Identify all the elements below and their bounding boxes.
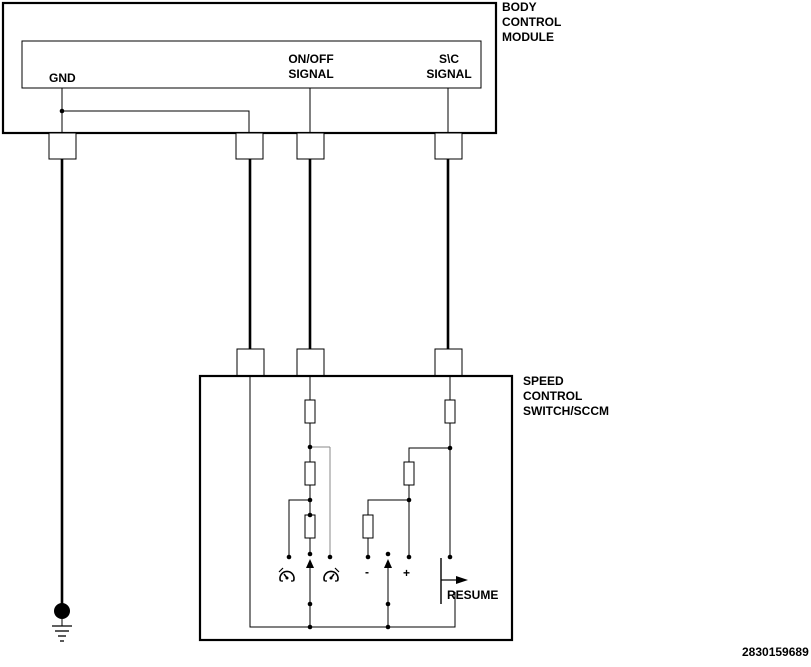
sc-switch-arrow-icon: [384, 559, 392, 568]
sc-resistor-network: [362, 376, 456, 555]
resume-label: RESUME: [447, 588, 498, 602]
onoff-branch-left: [288, 499, 310, 555]
sc-pin-label-line-2: SIGNAL: [426, 67, 471, 81]
bcm-junction-dot: [59, 108, 65, 114]
bcm-title-line-2: CONTROL: [502, 15, 561, 29]
sccm-connector-ground: [236, 348, 265, 377]
ground-return-bus: [249, 376, 456, 628]
onoff-pin-label-line-1: ON/OFF: [288, 52, 333, 66]
speed-control-switch: SPEED CONTROL SWITCH/SCCM: [198, 374, 609, 642]
ground-symbol: [52, 603, 72, 642]
harness-wires: [60, 159, 450, 604]
bcm-connector-sc: [434, 132, 463, 160]
sc-node-500: [406, 497, 412, 503]
resistor-r3: [304, 514, 316, 539]
sccm-title-line-3: SWITCH/SCCM: [523, 404, 609, 418]
onoff-node-515: [307, 512, 313, 518]
resistor-r1: [304, 399, 316, 424]
contact-onoff: [307, 551, 313, 557]
contact-resume: [447, 554, 453, 560]
reference-number: 2830159689: [742, 645, 809, 659]
onoff-switch-arrow-icon: [306, 559, 314, 568]
onoff-node-500: [307, 497, 313, 503]
bcm-connector-gnd: [48, 132, 77, 160]
contact-plus: [406, 554, 412, 560]
sc-node-448: [447, 445, 453, 451]
gnd-pin-label: GND: [49, 71, 76, 85]
sccm-title-line-2: CONTROL: [523, 389, 582, 403]
resistor-r6: [362, 514, 374, 539]
resume-arrow-icon: [456, 576, 468, 584]
minus-label: -: [365, 565, 369, 579]
bus-node-310: [307, 601, 313, 607]
contact-accel: [327, 554, 333, 560]
bus-node-310-bottom: [307, 624, 313, 630]
contact-decel: [286, 554, 292, 560]
bcm-title-line-1: BODY: [502, 0, 537, 14]
ground-terminal-dot: [54, 603, 70, 619]
bus-node-388-bottom: [385, 624, 391, 630]
bcm-title-line-3: MODULE: [502, 30, 554, 44]
bcm-connector-onoff: [296, 132, 325, 160]
sc-branch-to-r5: [408, 447, 450, 462]
bus-node-388: [385, 601, 391, 607]
plus-label: +: [403, 566, 410, 580]
bcm-inner-box: [21, 40, 482, 89]
sccm-title-line-1: SPEED: [523, 374, 564, 388]
onoff-node-447: [307, 444, 313, 450]
contact-minus: [365, 554, 371, 560]
sccm-connector-onoff: [296, 348, 325, 377]
resistor-r5: [403, 461, 415, 486]
sccm-connectors: [236, 348, 463, 377]
contact-center: [385, 551, 391, 557]
speedometer-increase-icon: [323, 567, 340, 582]
onoff-resistor-ladder: [288, 376, 331, 555]
bcm-connector-ground-link: [235, 132, 264, 160]
sccm-box: [198, 374, 514, 642]
resistor-r2: [304, 461, 316, 486]
sccm-connector-sc: [434, 348, 463, 377]
bcm-connectors: [48, 132, 463, 160]
onoff-pin-label-line-2: SIGNAL: [288, 67, 333, 81]
sc-pin-label-line-1: S\C: [439, 52, 459, 66]
bcm-internal-gnd-bridge: [62, 110, 250, 133]
speedometer-decrease-icon: [278, 567, 295, 582]
body-control-module: BODY CONTROL MODULE GND ON/OFF SIGNAL S\…: [1, 0, 561, 135]
sc-branch-to-r6: [367, 499, 409, 515]
resistor-r4: [444, 399, 456, 424]
